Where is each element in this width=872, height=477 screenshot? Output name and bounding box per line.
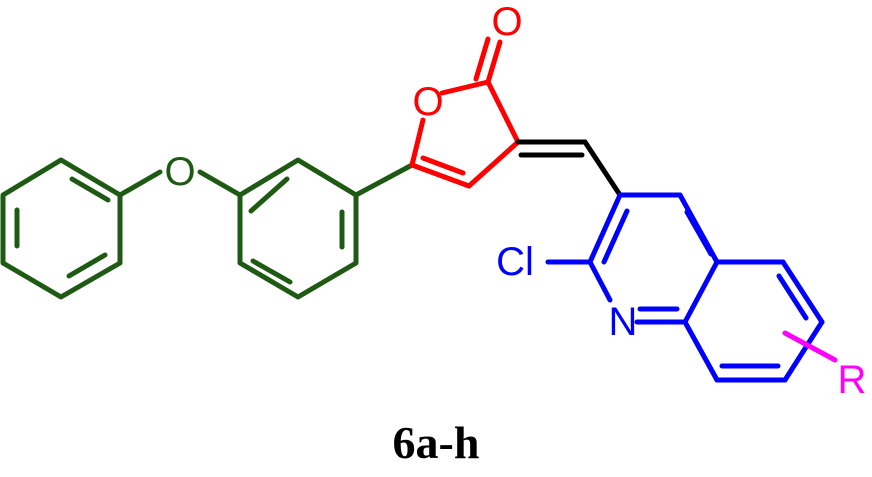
c2-c3-bond (587, 192, 623, 265)
c4-to-c5-bond (409, 162, 472, 189)
phenyl-left-double-bond-1 (69, 176, 111, 203)
phenyl-left-double-bond-2 (66, 252, 108, 279)
carbonyl-oxygen-atom: O (491, 0, 522, 44)
carbonyl-bond-1 (485, 39, 503, 85)
ether-bond-right (197, 169, 243, 198)
ether-oxygen-atom: O (164, 150, 195, 194)
c5-c6-bond (780, 259, 825, 325)
ring-oxygen-atom: O (412, 80, 443, 124)
c2-c3-double-bond-inner (601, 208, 630, 265)
phenoxyphenyl-group (0, 157, 415, 300)
c4-c4a-double-bond-inner (684, 209, 714, 257)
c8-c8a-bond (682, 319, 720, 383)
phenyl-ring-left (0, 157, 123, 300)
nitrogen-atom: N (609, 300, 638, 344)
substituent-group (782, 330, 838, 363)
compound-label: 6a-h (393, 417, 480, 468)
methylidene-linker (515, 139, 623, 198)
c4-c5-double-bond-inner (420, 155, 466, 176)
carbonyl-bond-2 (473, 36, 491, 82)
ring-o-to-c2-bond (439, 79, 491, 96)
c4a-c8a-bond (682, 259, 720, 325)
linker-to-quinoline-bond (582, 139, 623, 198)
chlorine-atom: Cl (496, 240, 534, 284)
c6-c7-bond (782, 319, 825, 383)
ring-o-to-c5-bond (409, 117, 426, 168)
aryl-furanone-bond (353, 162, 415, 198)
phenyl-middle-double-bond-1 (248, 176, 290, 214)
phenyl-middle-double-bond-3 (250, 258, 293, 285)
ether-bond-left (117, 169, 163, 198)
quinoline-ring-system (545, 192, 825, 383)
c5-c6-double-bond-inner (776, 273, 809, 321)
substituent-bond (782, 330, 838, 363)
furanone-ring (409, 36, 521, 189)
phenyl-ring-middle (237, 157, 359, 300)
c3-to-c4-bond (466, 139, 521, 189)
n1-c2-bond (587, 259, 613, 303)
c2-to-c3-bond (485, 79, 521, 145)
substituent-r-atom: R (838, 358, 867, 402)
